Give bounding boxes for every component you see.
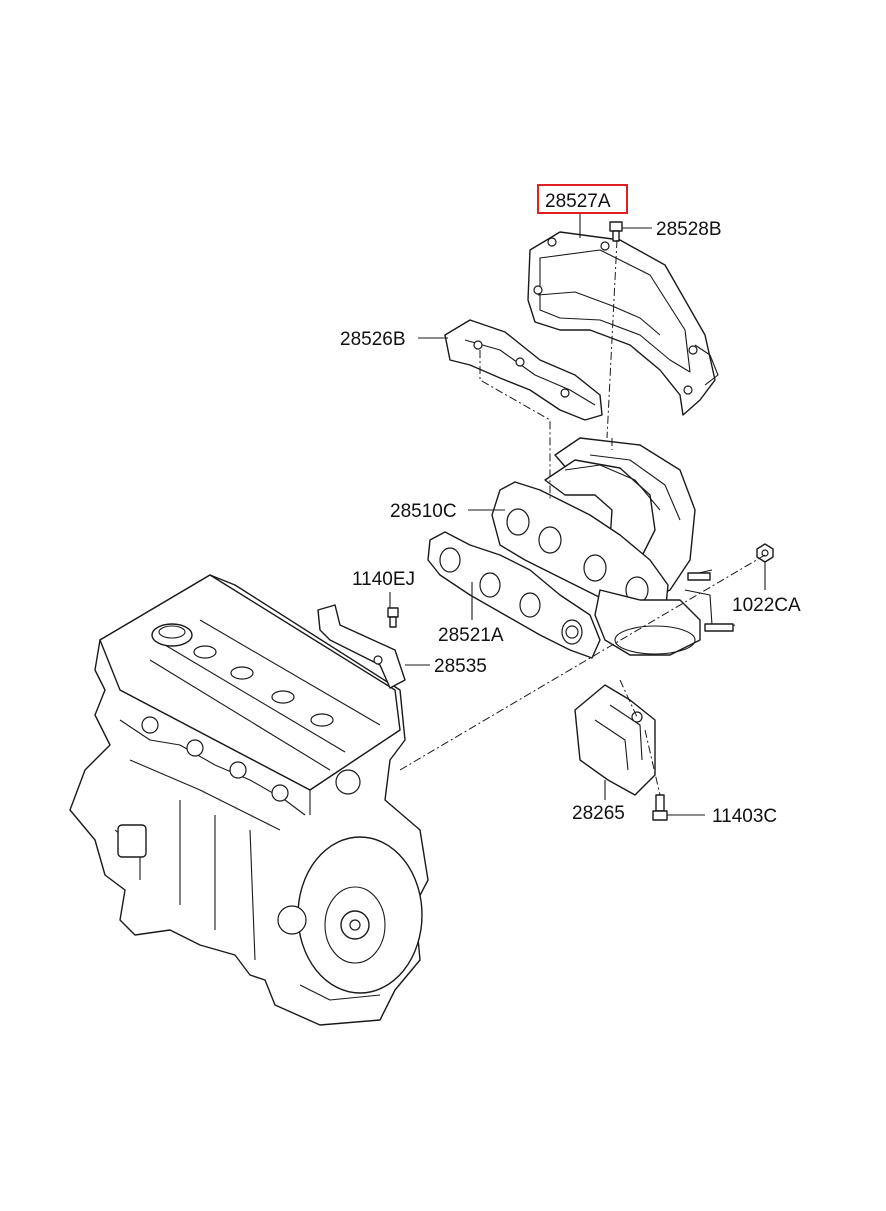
label-28265[interactable]: 28265 xyxy=(572,803,625,824)
highlight-box xyxy=(537,184,628,214)
engine-block xyxy=(69,574,429,1026)
label-28521A[interactable]: 28521A xyxy=(438,625,504,646)
label-28535[interactable]: 28535 xyxy=(434,656,487,677)
label-28510C[interactable]: 28510C xyxy=(390,501,457,522)
label-11403C[interactable]: 11403C xyxy=(712,806,777,827)
support-bracket-28265 xyxy=(574,684,656,796)
label-28528B[interactable]: 28528B xyxy=(656,219,722,240)
nut-1022CA xyxy=(756,543,774,563)
lower-heat-shield xyxy=(444,319,603,421)
assembly-center-lines xyxy=(399,239,766,796)
part-labels: 28527A 28528B 28526B 28510C 1140EJ 28521… xyxy=(340,184,801,827)
bracket-28535 xyxy=(317,604,406,689)
upper-heat-shield xyxy=(527,231,719,416)
label-28527A[interactable]: 28527A xyxy=(545,191,611,212)
bolt-28528B xyxy=(609,221,623,242)
label-1022CA[interactable]: 1022CA xyxy=(732,595,801,616)
manifold-gasket xyxy=(427,531,601,659)
label-1140EJ[interactable]: 1140EJ xyxy=(352,569,415,590)
label-28526B[interactable]: 28526B xyxy=(340,329,406,350)
bolt-1140EJ xyxy=(387,607,399,628)
bolt-11403C xyxy=(652,794,668,821)
exhaust-manifold xyxy=(491,437,736,656)
leader-lines xyxy=(389,213,766,816)
